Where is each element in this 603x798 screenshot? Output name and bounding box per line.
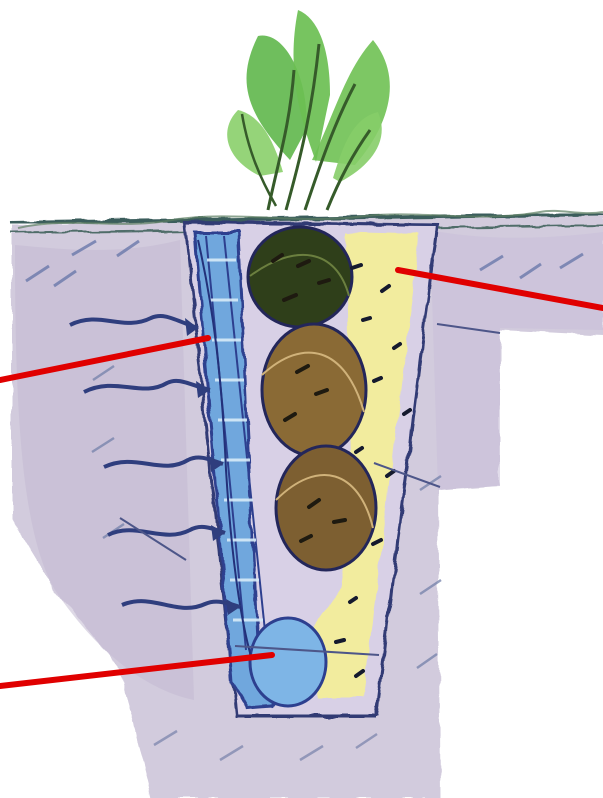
plant [227,10,390,210]
